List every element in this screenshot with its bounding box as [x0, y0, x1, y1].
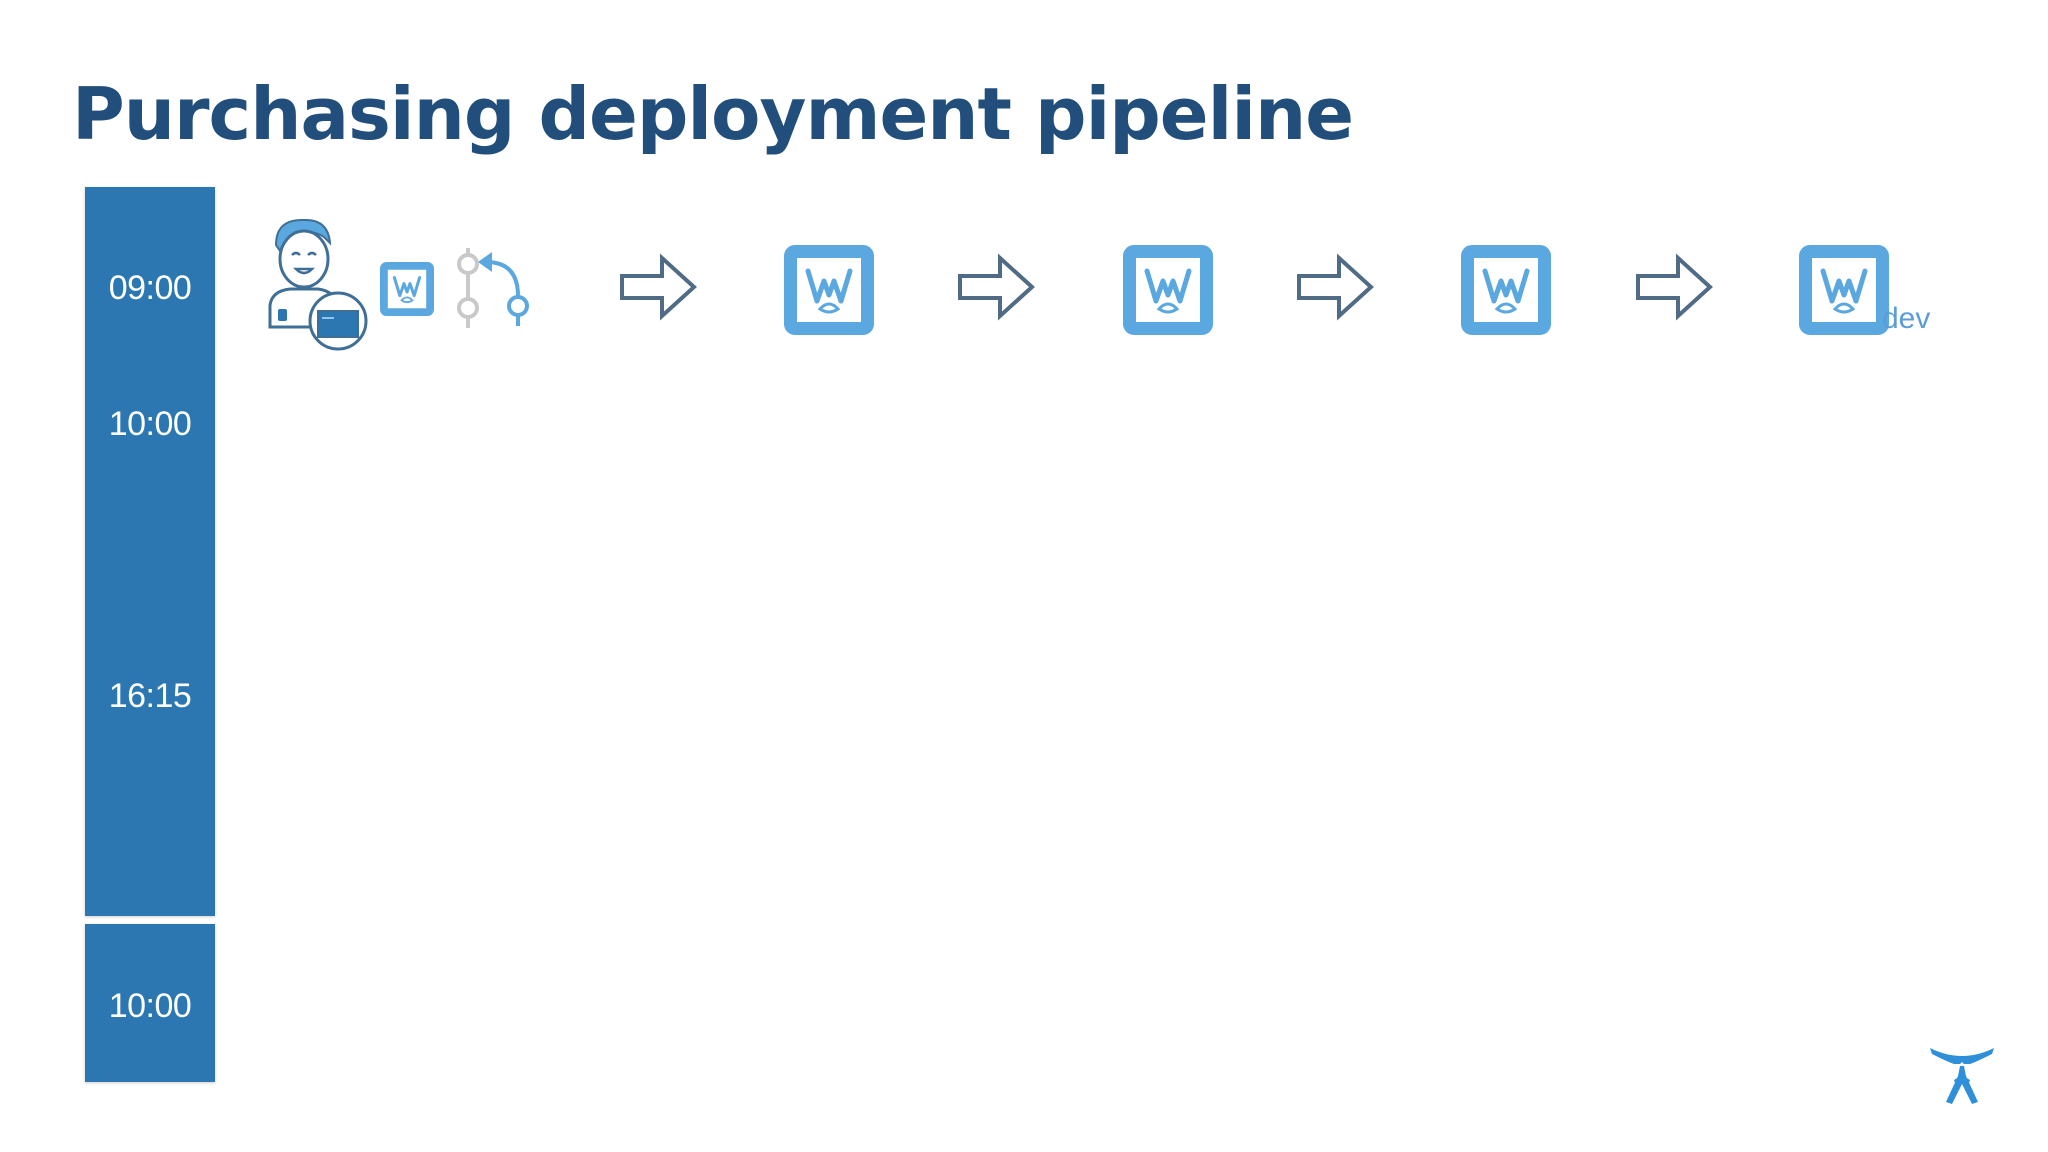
- pipeline-stage-4-app-icon: [1799, 245, 1889, 335]
- pipeline-stage-3-app-icon: [1461, 245, 1551, 335]
- time-label-0900: 09:00: [108, 269, 192, 307]
- right-arrow-icon: [1297, 256, 1373, 318]
- time-label-1000: 10:00: [108, 405, 192, 443]
- private-use-app-icon-small: [380, 262, 434, 316]
- atlassian-logo-icon: [1930, 1048, 1994, 1104]
- right-arrow-icon: [620, 256, 696, 318]
- time-label-1000-next-day: 10:00: [108, 987, 192, 1025]
- git-branch-merge-icon: [457, 248, 529, 328]
- page-title: Purchasing deployment pipeline: [72, 72, 1354, 156]
- stage-label-dev: dev: [1882, 302, 1931, 335]
- right-arrow-icon: [958, 256, 1034, 318]
- pipeline-stage-2-app-icon: [1123, 245, 1213, 335]
- developer-with-laptop-icon: [268, 218, 368, 351]
- timeline-bar-day2: [85, 924, 215, 1082]
- time-label-1615: 16:15: [108, 677, 192, 715]
- pipeline-stage-1-app-icon: [784, 245, 874, 335]
- timeline-bar-day1: [85, 187, 215, 916]
- right-arrow-icon: [1636, 256, 1712, 318]
